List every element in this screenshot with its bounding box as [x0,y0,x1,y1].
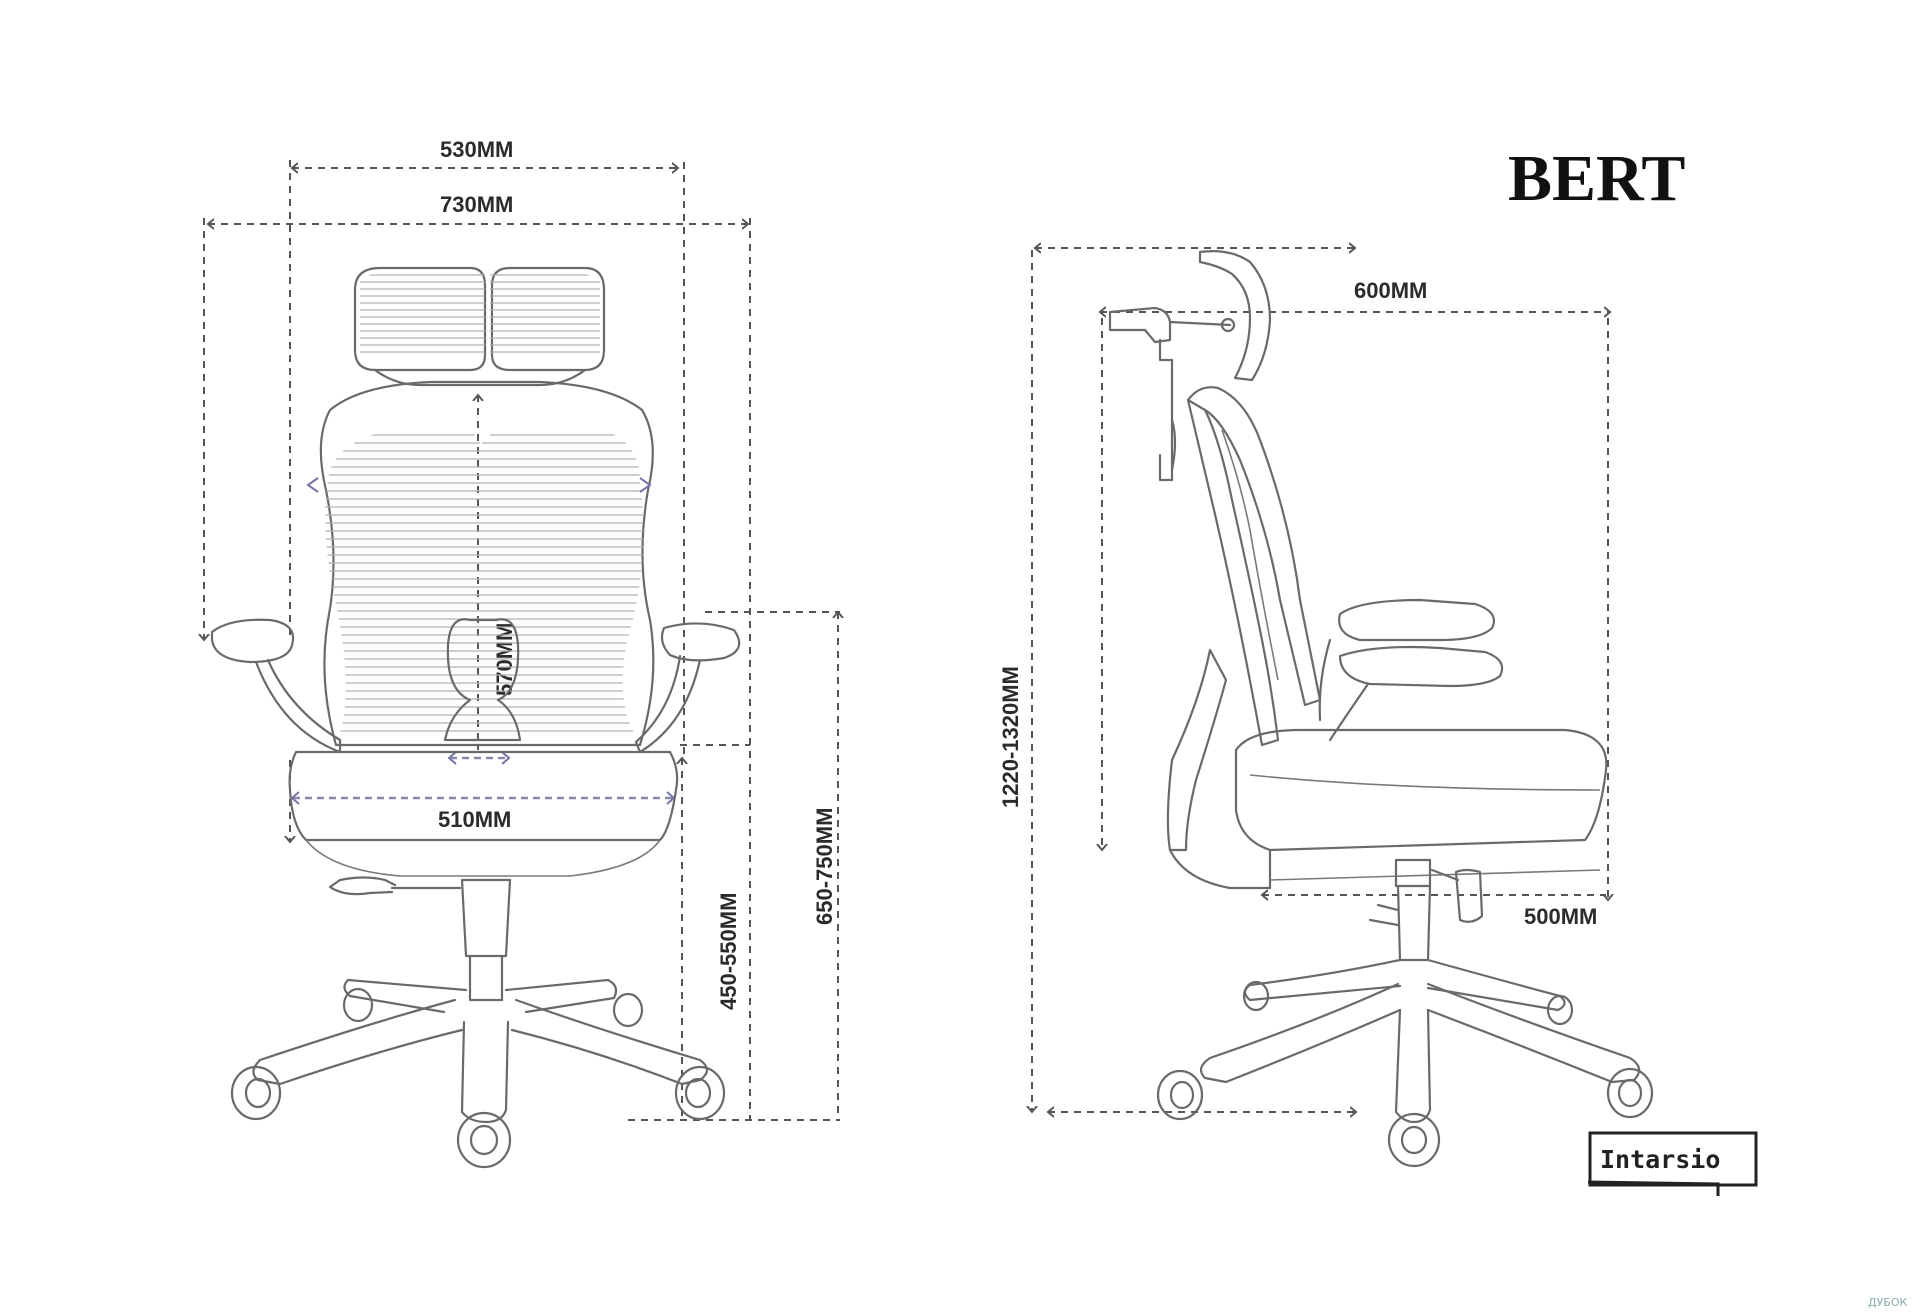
casters-front [230,987,726,1169]
backrest-side [1186,386,1322,747]
base-side [1199,958,1641,1124]
seat-side [1166,648,1608,890]
gas-lift-front [328,876,512,1002]
intarsio-logo: Intarsio [1587,1131,1758,1196]
product-title: BERT [1508,142,1685,215]
seat-width-label: 510MM [438,807,511,832]
armrest-side [1318,598,1504,742]
seat-front [288,750,679,877]
side-depth-label: 600MM [1354,278,1427,303]
brand-name: Intarsio [1600,1145,1720,1174]
headrest-side [1108,250,1272,482]
total-height-label: 1220-1320MM [998,666,1023,808]
left-armrest [210,618,342,754]
watermark: ДУБОК [1868,1296,1908,1309]
chair-side-view [1108,250,1654,1168]
right-armrest [634,622,741,754]
chair-front-view [210,266,741,1169]
gas-lift-side [1368,858,1484,962]
front-depth-label: 530MM [440,137,513,162]
side-dimension-lines [1032,248,1610,1112]
seat-height-label: 450-550MM [716,893,741,1010]
headrest-front [353,266,606,387]
backrest-front [306,380,655,747]
front-width-label: 730MM [440,192,513,217]
base-front [252,978,709,1124]
armrest-height-label: 650-750MM [812,808,837,925]
front-dimension-lines [204,160,840,1121]
casters-side [1156,980,1654,1168]
seat-depth-label: 500MM [1524,904,1597,929]
